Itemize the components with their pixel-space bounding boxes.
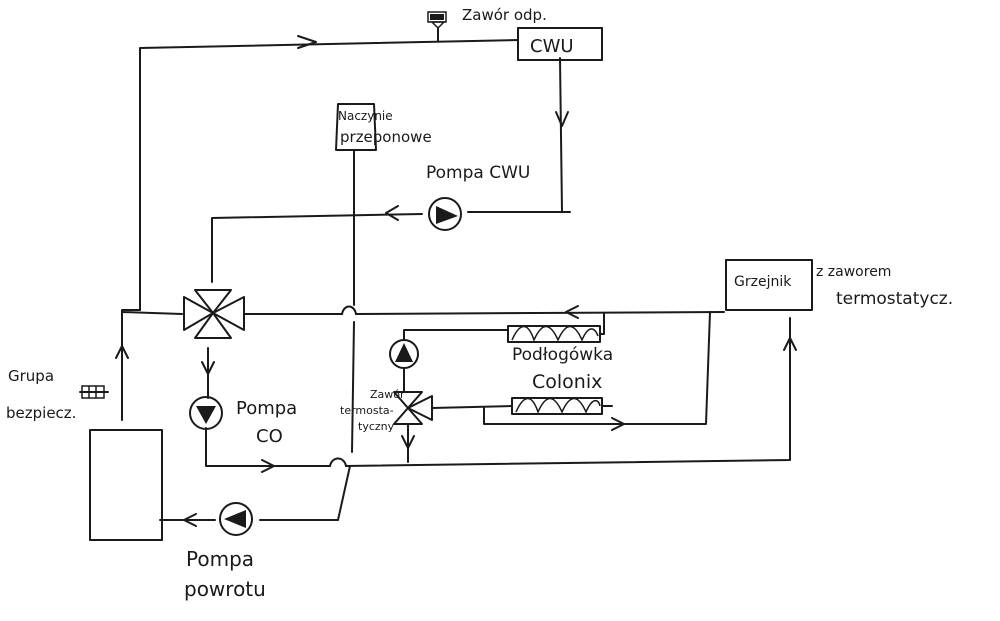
label-radiator-valve-2: termostatycz. xyxy=(836,289,953,309)
pipe-valve-left xyxy=(121,311,183,315)
relief-valve-body xyxy=(427,11,447,23)
label-pump-cwu: Pompa CWU xyxy=(426,163,530,183)
pipe-vessel-b xyxy=(351,321,355,453)
ufh-manifold-top-box xyxy=(507,325,601,343)
pipe-ufh-top xyxy=(403,329,509,341)
four-way-valve-top xyxy=(194,289,232,314)
arrow-radiator-return xyxy=(565,305,579,319)
cwu-tank xyxy=(517,27,603,61)
pump-co xyxy=(189,396,223,430)
pump-return xyxy=(219,502,253,536)
pump-ufh-circle xyxy=(389,339,419,369)
four-way-valve-right xyxy=(212,296,245,331)
label-radiator: Grzejnik xyxy=(734,274,792,290)
label-vessel-2: przeponowe xyxy=(340,128,432,146)
label-cwu: CWU xyxy=(530,36,574,57)
pipe-cwu-return-b xyxy=(211,213,423,283)
label-safety-2: bezpiecz. xyxy=(6,404,76,422)
pump-cwu-circle xyxy=(428,197,462,231)
pump-return-triangle xyxy=(224,510,246,528)
pump-co-triangle xyxy=(196,406,216,424)
ufh-manifold-top-loops xyxy=(511,325,599,343)
label-pump-co-1: Pompa xyxy=(236,398,297,419)
ufh-manifold-top xyxy=(507,325,601,343)
mix-valve-right xyxy=(407,395,433,421)
label-mix-valve-3: tyczny xyxy=(358,420,395,433)
pipe-radiator-drop xyxy=(483,311,711,425)
flow-arrows xyxy=(115,35,797,527)
pump-return-circle xyxy=(219,502,253,536)
four-way-valve-bottom xyxy=(194,312,232,339)
safety-group-body xyxy=(81,385,105,399)
label-ufh-2: Colonix xyxy=(532,371,602,393)
pipe-cwu-down xyxy=(559,57,563,213)
boiler xyxy=(89,429,163,541)
radiator xyxy=(725,259,813,311)
mix-valve-top xyxy=(393,391,423,409)
relief-valve-base xyxy=(430,21,446,30)
safety-group xyxy=(81,385,105,399)
pump-ufh-triangle xyxy=(395,343,413,362)
pipe-valve-right-b xyxy=(355,311,725,315)
expansion-vessel xyxy=(335,103,377,151)
ufh-manifold-bottom xyxy=(511,397,603,415)
relief-valve-fill xyxy=(430,14,444,20)
pipe-top-supply xyxy=(139,39,519,311)
pipe-mix-to-manifold xyxy=(431,405,513,409)
label-pump-return-2: powrotu xyxy=(184,577,266,601)
ufh-manifold-bottom-box xyxy=(511,397,603,415)
safety-group-ribs xyxy=(88,386,97,398)
pipe-vessel-c xyxy=(259,465,351,521)
pipe-boiler-riser xyxy=(121,309,141,411)
pump-ufh xyxy=(389,339,419,369)
arrow-mix-down xyxy=(401,435,415,449)
four-way-valve-left xyxy=(183,296,214,331)
arrow-cwu-down xyxy=(555,111,569,127)
arrow-top xyxy=(297,35,317,49)
pump-co-circle xyxy=(189,396,223,430)
pump-cwu-triangle xyxy=(436,206,458,224)
pipe-bottom-supply xyxy=(345,317,791,467)
pipes xyxy=(79,27,791,521)
four-way-valve xyxy=(183,289,245,339)
pipe-ufh-top-right xyxy=(599,313,605,335)
thermostatic-mix-valve xyxy=(393,391,433,425)
ufh-manifold-bottom-loops xyxy=(515,397,601,415)
label-relief-valve: Zawór odp. xyxy=(462,6,547,24)
label-radiator-valve-1: z zaworem xyxy=(816,264,891,280)
relief-valve xyxy=(427,11,447,30)
mix-valve-bottom xyxy=(393,407,423,425)
pipe-crossover-2 xyxy=(329,457,347,467)
pipe-crossover-1 xyxy=(341,305,357,315)
arrow-cwu-return xyxy=(385,205,399,221)
arrow-co-supply xyxy=(261,459,275,473)
arrow-radiator-up xyxy=(783,337,797,351)
label-pump-return-1: Pompa xyxy=(186,547,254,571)
pump-cwu xyxy=(428,197,462,231)
arrow-ufh-return xyxy=(611,417,625,431)
label-safety-1: Grupa xyxy=(8,367,54,385)
pipe-co-supply xyxy=(205,427,331,467)
arrow-boiler-return xyxy=(183,513,197,527)
label-pump-co-2: CO xyxy=(256,426,283,447)
label-mix-valve-1: Zawór xyxy=(370,388,405,401)
arrow-riser xyxy=(115,345,129,359)
label-vessel-1: Naczynie xyxy=(338,109,393,123)
arrow-valve-down xyxy=(201,361,215,375)
label-mix-valve-2: termosta- xyxy=(340,404,394,417)
label-ufh-1: Podłogówka xyxy=(512,345,613,365)
